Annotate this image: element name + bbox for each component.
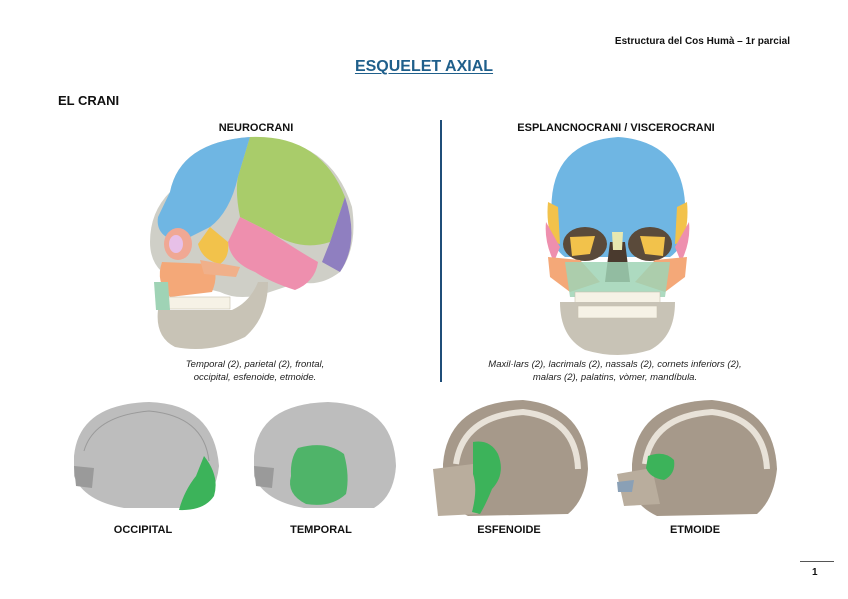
esplancnocrani-caption-line1: Maxil·lars (2), lacrimals (2), nassals (… (488, 359, 742, 370)
neurocrani-caption-line2: occipital, esfenoide, etmoide. (193, 372, 317, 383)
neurocrani-caption: Temporal (2), parietal (2), frontal, occ… (140, 358, 370, 384)
page-number: 1 (812, 567, 818, 578)
occipital-skull-illustration (64, 396, 224, 516)
neurocrani-skull-illustration (140, 132, 360, 357)
section-title: EL CRANI (58, 93, 120, 108)
esplancnocrani-heading: ESPLANCNOCRANI / VISCEROCRANI (517, 122, 715, 134)
esplancnocrani-skull-illustration (540, 132, 695, 357)
esplancnocrani-caption-line2: malars (2), palatins, vòmer, mandíbula. (532, 372, 698, 383)
page-number-rule (800, 561, 834, 562)
neurocrani-caption-line1: Temporal (2), parietal (2), frontal, (185, 359, 325, 370)
bone-label-temporal: TEMPORAL (290, 524, 352, 536)
page-title: ESQUELET AXIAL (354, 58, 494, 75)
bone-label-occipital: OCCIPITAL (113, 524, 173, 536)
esfenoide-skull-illustration (428, 394, 593, 522)
header-note: Estructura del Cos Humà – 1r parcial (614, 36, 790, 47)
temporal-skull-illustration (246, 396, 401, 516)
bone-label-etmoide: ETMOIDE (669, 524, 721, 536)
etmoide-skull-illustration (612, 394, 782, 522)
neurocrani-heading: NEUROCRANI (218, 122, 294, 134)
column-divider (440, 120, 442, 382)
esplancnocrani-caption: Maxil·lars (2), lacrimals (2), nassals (… (460, 358, 770, 384)
bone-label-esfenoide: ESFENOIDE (477, 524, 541, 536)
